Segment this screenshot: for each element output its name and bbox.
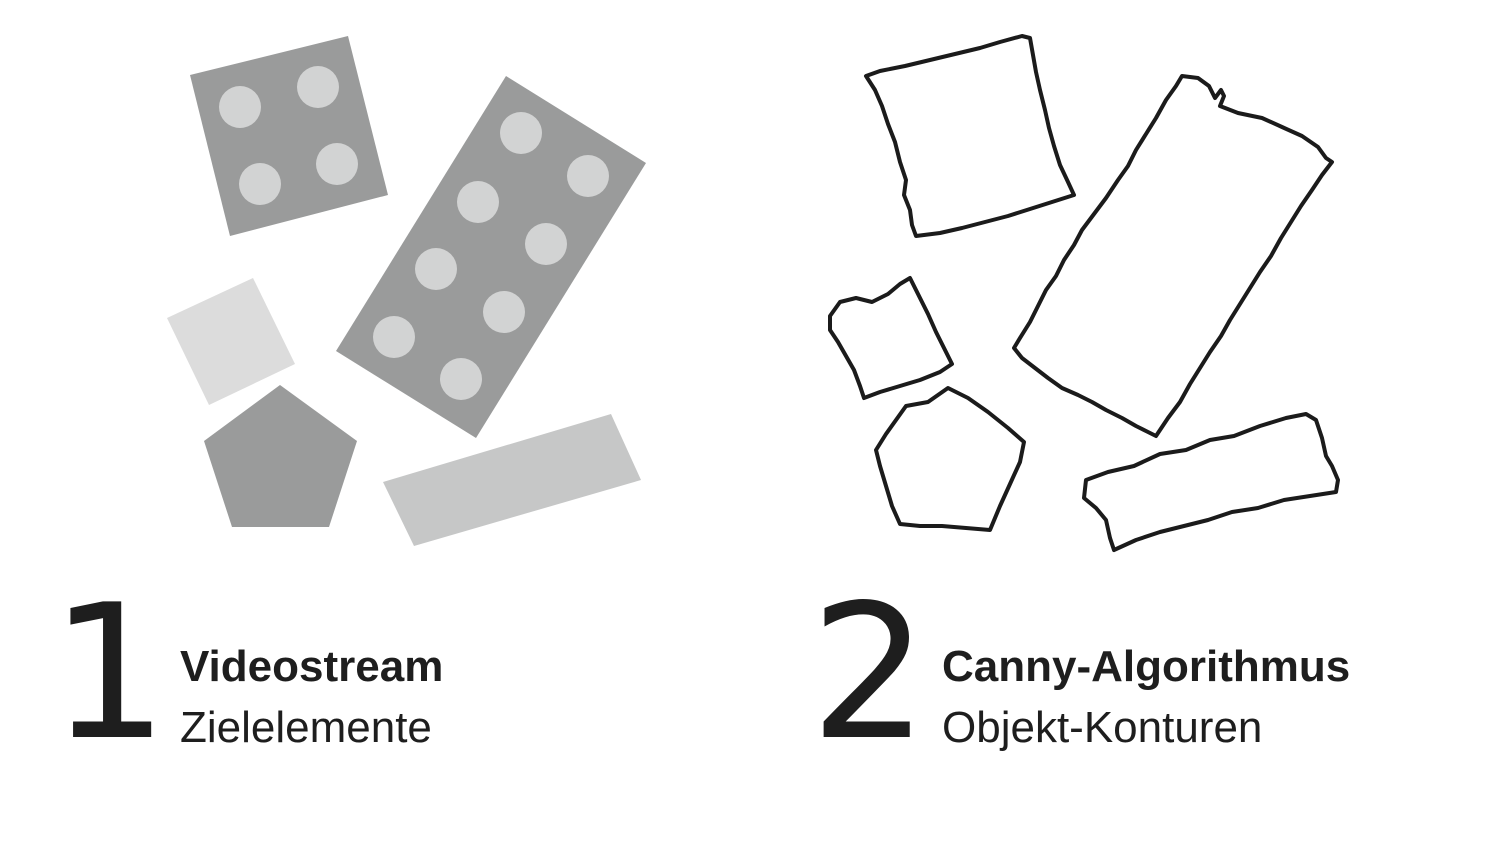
step-2-number: 2: [810, 564, 929, 781]
flat-bar: [383, 414, 641, 546]
video-stream-panel: [167, 36, 646, 546]
contours-panel: [828, 34, 1340, 552]
square-contour: [864, 34, 1076, 238]
step-2-title: Canny-Algorithmus: [942, 642, 1351, 691]
square-block: [190, 36, 388, 236]
step-1-subtitle: Zielelemente: [180, 703, 432, 752]
long-contour: [1012, 74, 1334, 438]
step-1-title: Videostream: [180, 642, 444, 691]
pentagon: [204, 385, 357, 527]
step-2-subtitle: Objekt-Konturen: [942, 703, 1263, 752]
bar-contour: [1082, 412, 1340, 552]
small-contour: [828, 276, 954, 400]
step-1-number: 1: [50, 564, 169, 781]
light-square: [167, 278, 295, 405]
pentagon-contour: [874, 386, 1026, 532]
long-block: [336, 76, 646, 438]
